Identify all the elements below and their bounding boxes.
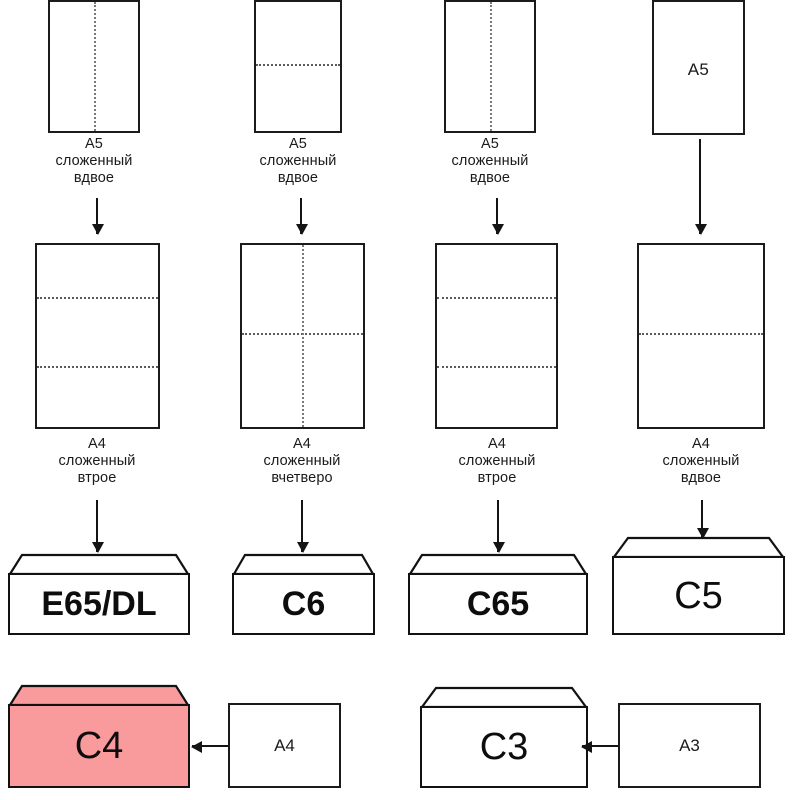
caption-a4-col1: A4 сложенный втрое bbox=[27, 436, 167, 487]
fold-line-horizontal-lower bbox=[37, 366, 158, 368]
fold-line-horizontal bbox=[639, 333, 763, 335]
envelope-body: C65 bbox=[408, 573, 588, 635]
arrow-a3-to-c3 bbox=[581, 741, 618, 753]
caption-line-2: сложенный bbox=[259, 153, 337, 169]
fold-line-vertical bbox=[490, 2, 492, 131]
caption-line-1: A5 bbox=[85, 136, 103, 152]
envelope-label: C3 bbox=[479, 726, 529, 768]
caption-line-3: вчетверо bbox=[271, 470, 333, 486]
envelope-e65dl: E65/DL bbox=[8, 553, 190, 635]
envelope-c3: C3 bbox=[420, 686, 588, 788]
envelope-flap-shape bbox=[8, 684, 190, 706]
envelope-c65: C65 bbox=[408, 553, 588, 635]
envelope-flap-shape bbox=[420, 686, 588, 708]
envelope-body: C4 bbox=[8, 704, 190, 788]
caption-line-2: сложенный bbox=[55, 153, 133, 169]
caption-line-2: сложенный bbox=[263, 453, 341, 469]
envelope-c5: C5 bbox=[612, 536, 785, 635]
envelope-c4: C4 bbox=[8, 684, 190, 788]
envelope-body: E65/DL bbox=[8, 573, 190, 635]
sheet-a5-fold-half-horizontal bbox=[254, 0, 342, 133]
sheet-a3-landscape: A3 bbox=[618, 703, 761, 788]
arrow-a4-to-envelope-col2 bbox=[297, 500, 309, 553]
caption-line-1: A4 bbox=[488, 436, 506, 452]
arrow-a5-to-a4-col1 bbox=[92, 198, 104, 235]
caption-line-1: A4 bbox=[692, 436, 710, 452]
caption-line-2: сложенный bbox=[451, 153, 529, 169]
fold-line-horizontal-upper bbox=[37, 297, 158, 299]
arrow-a5-to-a4-col4 bbox=[695, 139, 707, 235]
sheet-a4-fold-thirds-1 bbox=[35, 243, 160, 429]
arrow-a4-to-envelope-col1 bbox=[92, 500, 104, 553]
caption-line-1: A5 bbox=[289, 136, 307, 152]
caption-line-3: вдвое bbox=[469, 170, 511, 186]
envelope-body: C5 bbox=[612, 556, 785, 635]
fold-line-horizontal-upper bbox=[437, 297, 556, 299]
sheet-label-a5: A5 bbox=[687, 60, 710, 79]
caption-line-3: втрое bbox=[77, 470, 117, 486]
envelope-flap-shape bbox=[408, 553, 588, 575]
envelope-body: C3 bbox=[420, 706, 588, 788]
arrow-a4-to-envelope-col3 bbox=[493, 500, 505, 553]
arrow-a4-to-envelope-col4 bbox=[697, 500, 709, 539]
caption-line-1: A5 bbox=[481, 136, 499, 152]
fold-line-horizontal-lower bbox=[437, 366, 556, 368]
fold-line-horizontal bbox=[242, 333, 363, 335]
caption-a4-col2: A4 сложенный вчетверо bbox=[232, 436, 372, 487]
caption-line-1: A4 bbox=[88, 436, 106, 452]
caption-line-3: вдвое bbox=[680, 470, 722, 486]
arrow-a4-to-c4 bbox=[191, 741, 228, 753]
fold-line-vertical bbox=[302, 245, 304, 427]
envelope-flap-shape bbox=[612, 536, 785, 558]
caption-line-3: вдвое bbox=[73, 170, 115, 186]
sheet-a5-fold-half-vertical-2 bbox=[444, 0, 536, 133]
envelope-flap bbox=[612, 536, 785, 558]
caption-line-2: сложенный bbox=[458, 453, 536, 469]
sheet-a4-landscape: A4 bbox=[228, 703, 341, 788]
envelope-flap bbox=[408, 553, 588, 575]
envelope-label: C65 bbox=[466, 585, 530, 623]
caption-a4-col3: A4 сложенный втрое bbox=[427, 436, 567, 487]
envelope-label: C4 bbox=[74, 725, 124, 767]
caption-line-3: вдвое bbox=[277, 170, 319, 186]
fold-line-horizontal bbox=[256, 64, 340, 66]
envelope-flap-shape bbox=[8, 553, 190, 575]
envelope-label: C6 bbox=[281, 585, 326, 623]
sheet-a4-fold-quarters bbox=[240, 243, 365, 429]
sheet-label-a4: A4 bbox=[274, 735, 295, 755]
arrow-a5-to-a4-col2 bbox=[296, 198, 308, 235]
sheet-a5-plain: A5 bbox=[652, 0, 745, 135]
caption-a4-col4: A4 сложенный вдвое bbox=[631, 436, 771, 487]
sheet-a5-fold-half-vertical bbox=[48, 0, 140, 133]
envelope-label: E65/DL bbox=[41, 585, 157, 623]
sheet-label-a3: A3 bbox=[679, 735, 700, 755]
caption-line-1: A4 bbox=[293, 436, 311, 452]
caption-a5-col2: A5 сложенный вдвое bbox=[228, 136, 368, 187]
caption-a5-col3: A5 сложенный вдвое bbox=[420, 136, 560, 187]
arrow-a5-to-a4-col3 bbox=[492, 198, 504, 235]
envelope-label: C5 bbox=[674, 574, 723, 617]
sheet-a4-fold-thirds-2 bbox=[435, 243, 558, 429]
envelope-body: C6 bbox=[232, 573, 375, 635]
envelope-c6: C6 bbox=[232, 553, 375, 635]
envelope-flap-shape bbox=[232, 553, 375, 575]
caption-line-2: сложенный bbox=[662, 453, 740, 469]
envelope-flap bbox=[232, 553, 375, 575]
envelope-flap bbox=[8, 553, 190, 575]
sheet-a4-fold-half bbox=[637, 243, 765, 429]
fold-line-vertical bbox=[94, 2, 96, 131]
caption-line-3: втрое bbox=[477, 470, 517, 486]
caption-line-2: сложенный bbox=[58, 453, 136, 469]
envelope-flap bbox=[420, 686, 588, 708]
caption-a5-col1: A5 сложенный вдвое bbox=[24, 136, 164, 187]
envelope-flap bbox=[8, 684, 190, 706]
